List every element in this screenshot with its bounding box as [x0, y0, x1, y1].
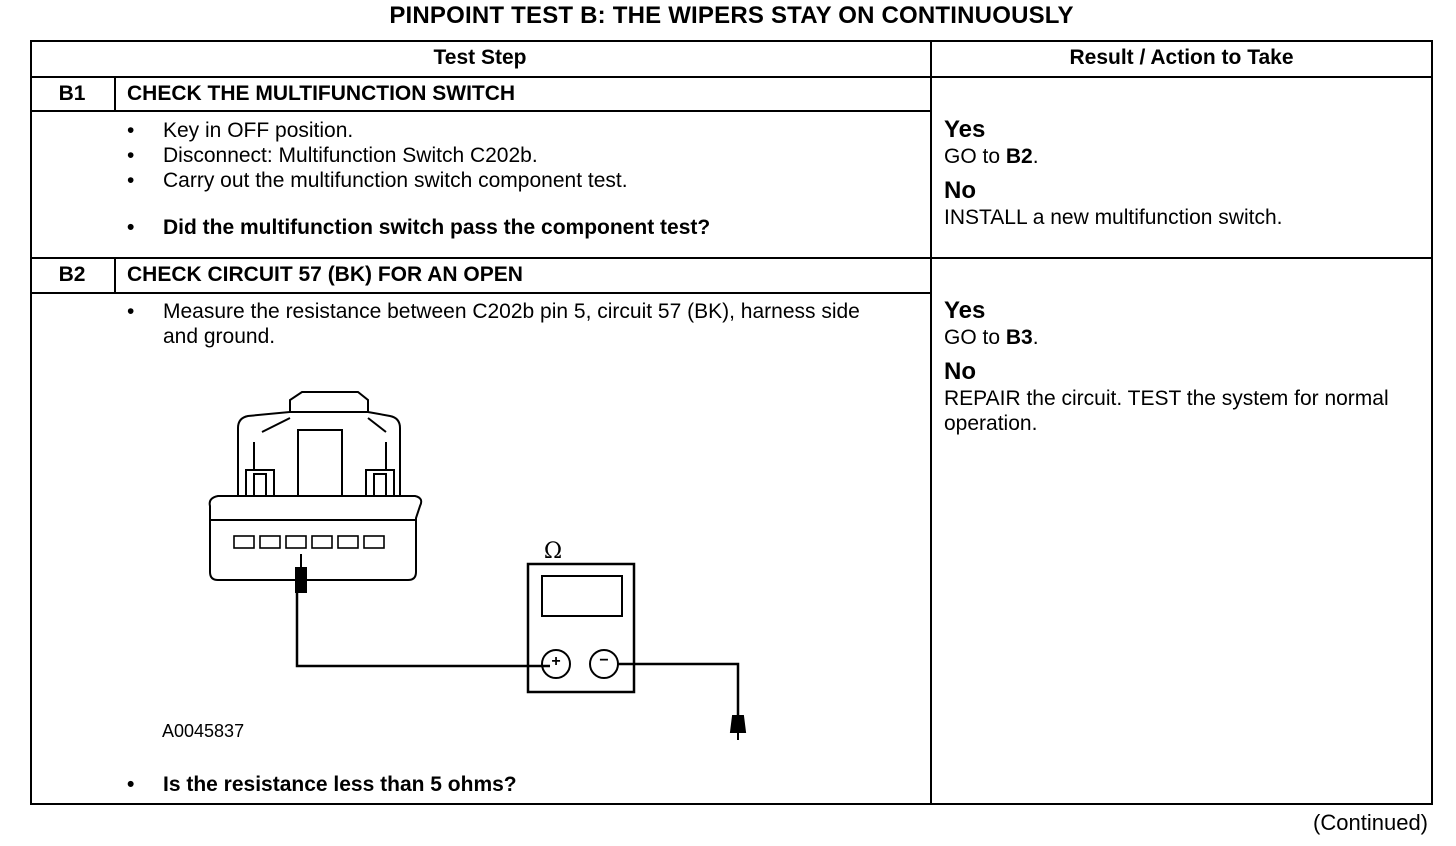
b2-id-divider	[114, 257, 116, 294]
b2-yes-prefix: GO to	[944, 326, 1006, 349]
b1-yes-prefix: GO to	[944, 145, 1006, 168]
step-divider	[30, 257, 1433, 259]
b2-title-divider	[30, 292, 932, 294]
header-result-action: Result / Action to Take	[1069, 46, 1294, 69]
ohm-symbol: Ω	[543, 539, 563, 564]
connector-ohmmeter-diagram	[208, 391, 747, 740]
column-divider	[930, 40, 932, 805]
b2-question: Is the resistance less than 5 ohms?	[127, 773, 517, 797]
step-id-b2: B2	[58, 263, 86, 286]
table-border-top	[30, 40, 1433, 42]
pinpoint-test-table: Test Step Result / Action to Take B1 CHE…	[30, 40, 1433, 805]
figure-id: A0045837	[162, 721, 245, 741]
b1-yes-action: GO to B2.	[944, 144, 1424, 169]
connector-c202b-icon	[208, 391, 423, 581]
minus-terminal-label: −	[599, 652, 609, 669]
plus-terminal-label: +	[551, 653, 561, 670]
table-border-bottom	[30, 803, 1433, 805]
b2-no-label: No	[944, 358, 976, 385]
list-item: Key in OFF position.	[127, 118, 917, 143]
b2-yes-suffix: .	[1032, 326, 1039, 349]
b2-yes-action: GO to B3.	[944, 325, 1424, 350]
b1-id-divider	[114, 76, 116, 112]
b1-no-label: No	[944, 177, 976, 204]
step-title-b2: CHECK CIRCUIT 57 (BK) FOR AN OPEN	[127, 263, 523, 286]
ohmmeter-icon	[526, 562, 636, 694]
b1-result: Yes GO to B2. No INSTALL a new multifunc…	[944, 116, 1424, 230]
page-title: PINPOINT TEST B: THE WIPERS STAY ON CONT…	[389, 2, 1074, 29]
b2-bullet-list: Measure the resistance between C202b pin…	[127, 299, 887, 349]
b1-question: Did the multifunction switch pass the co…	[127, 216, 710, 240]
continued-note: (Continued)	[1313, 810, 1428, 835]
b2-no-action: REPAIR the circuit. TEST the system for …	[944, 387, 1389, 435]
header-divider	[30, 76, 1433, 78]
list-item: Disconnect: Multifunction Switch C202b.	[127, 143, 917, 168]
b1-yes-target: B2	[1005, 145, 1033, 168]
table-border-left	[30, 40, 32, 805]
header-test-step: Test Step	[433, 46, 527, 69]
b1-bullet-list: Key in OFF position. Disconnect: Multifu…	[127, 118, 917, 193]
b1-yes-label: Yes	[944, 116, 986, 143]
b1-title-divider	[30, 110, 932, 112]
list-item: Measure the resistance between C202b pin…	[127, 299, 887, 349]
b2-yes-target: B3	[1005, 326, 1033, 349]
b1-yes-suffix: .	[1032, 145, 1039, 168]
b2-result: Yes GO to B3. No REPAIR the circuit. TES…	[944, 297, 1424, 436]
step-id-b1: B1	[58, 82, 86, 105]
b2-yes-label: Yes	[944, 297, 986, 324]
b1-no-action: INSTALL a new multifunction switch.	[944, 206, 1283, 229]
step-title-b1: CHECK THE MULTIFUNCTION SWITCH	[127, 82, 516, 105]
table-border-right	[1431, 40, 1433, 805]
list-item: Carry out the multifunction switch compo…	[127, 168, 917, 193]
